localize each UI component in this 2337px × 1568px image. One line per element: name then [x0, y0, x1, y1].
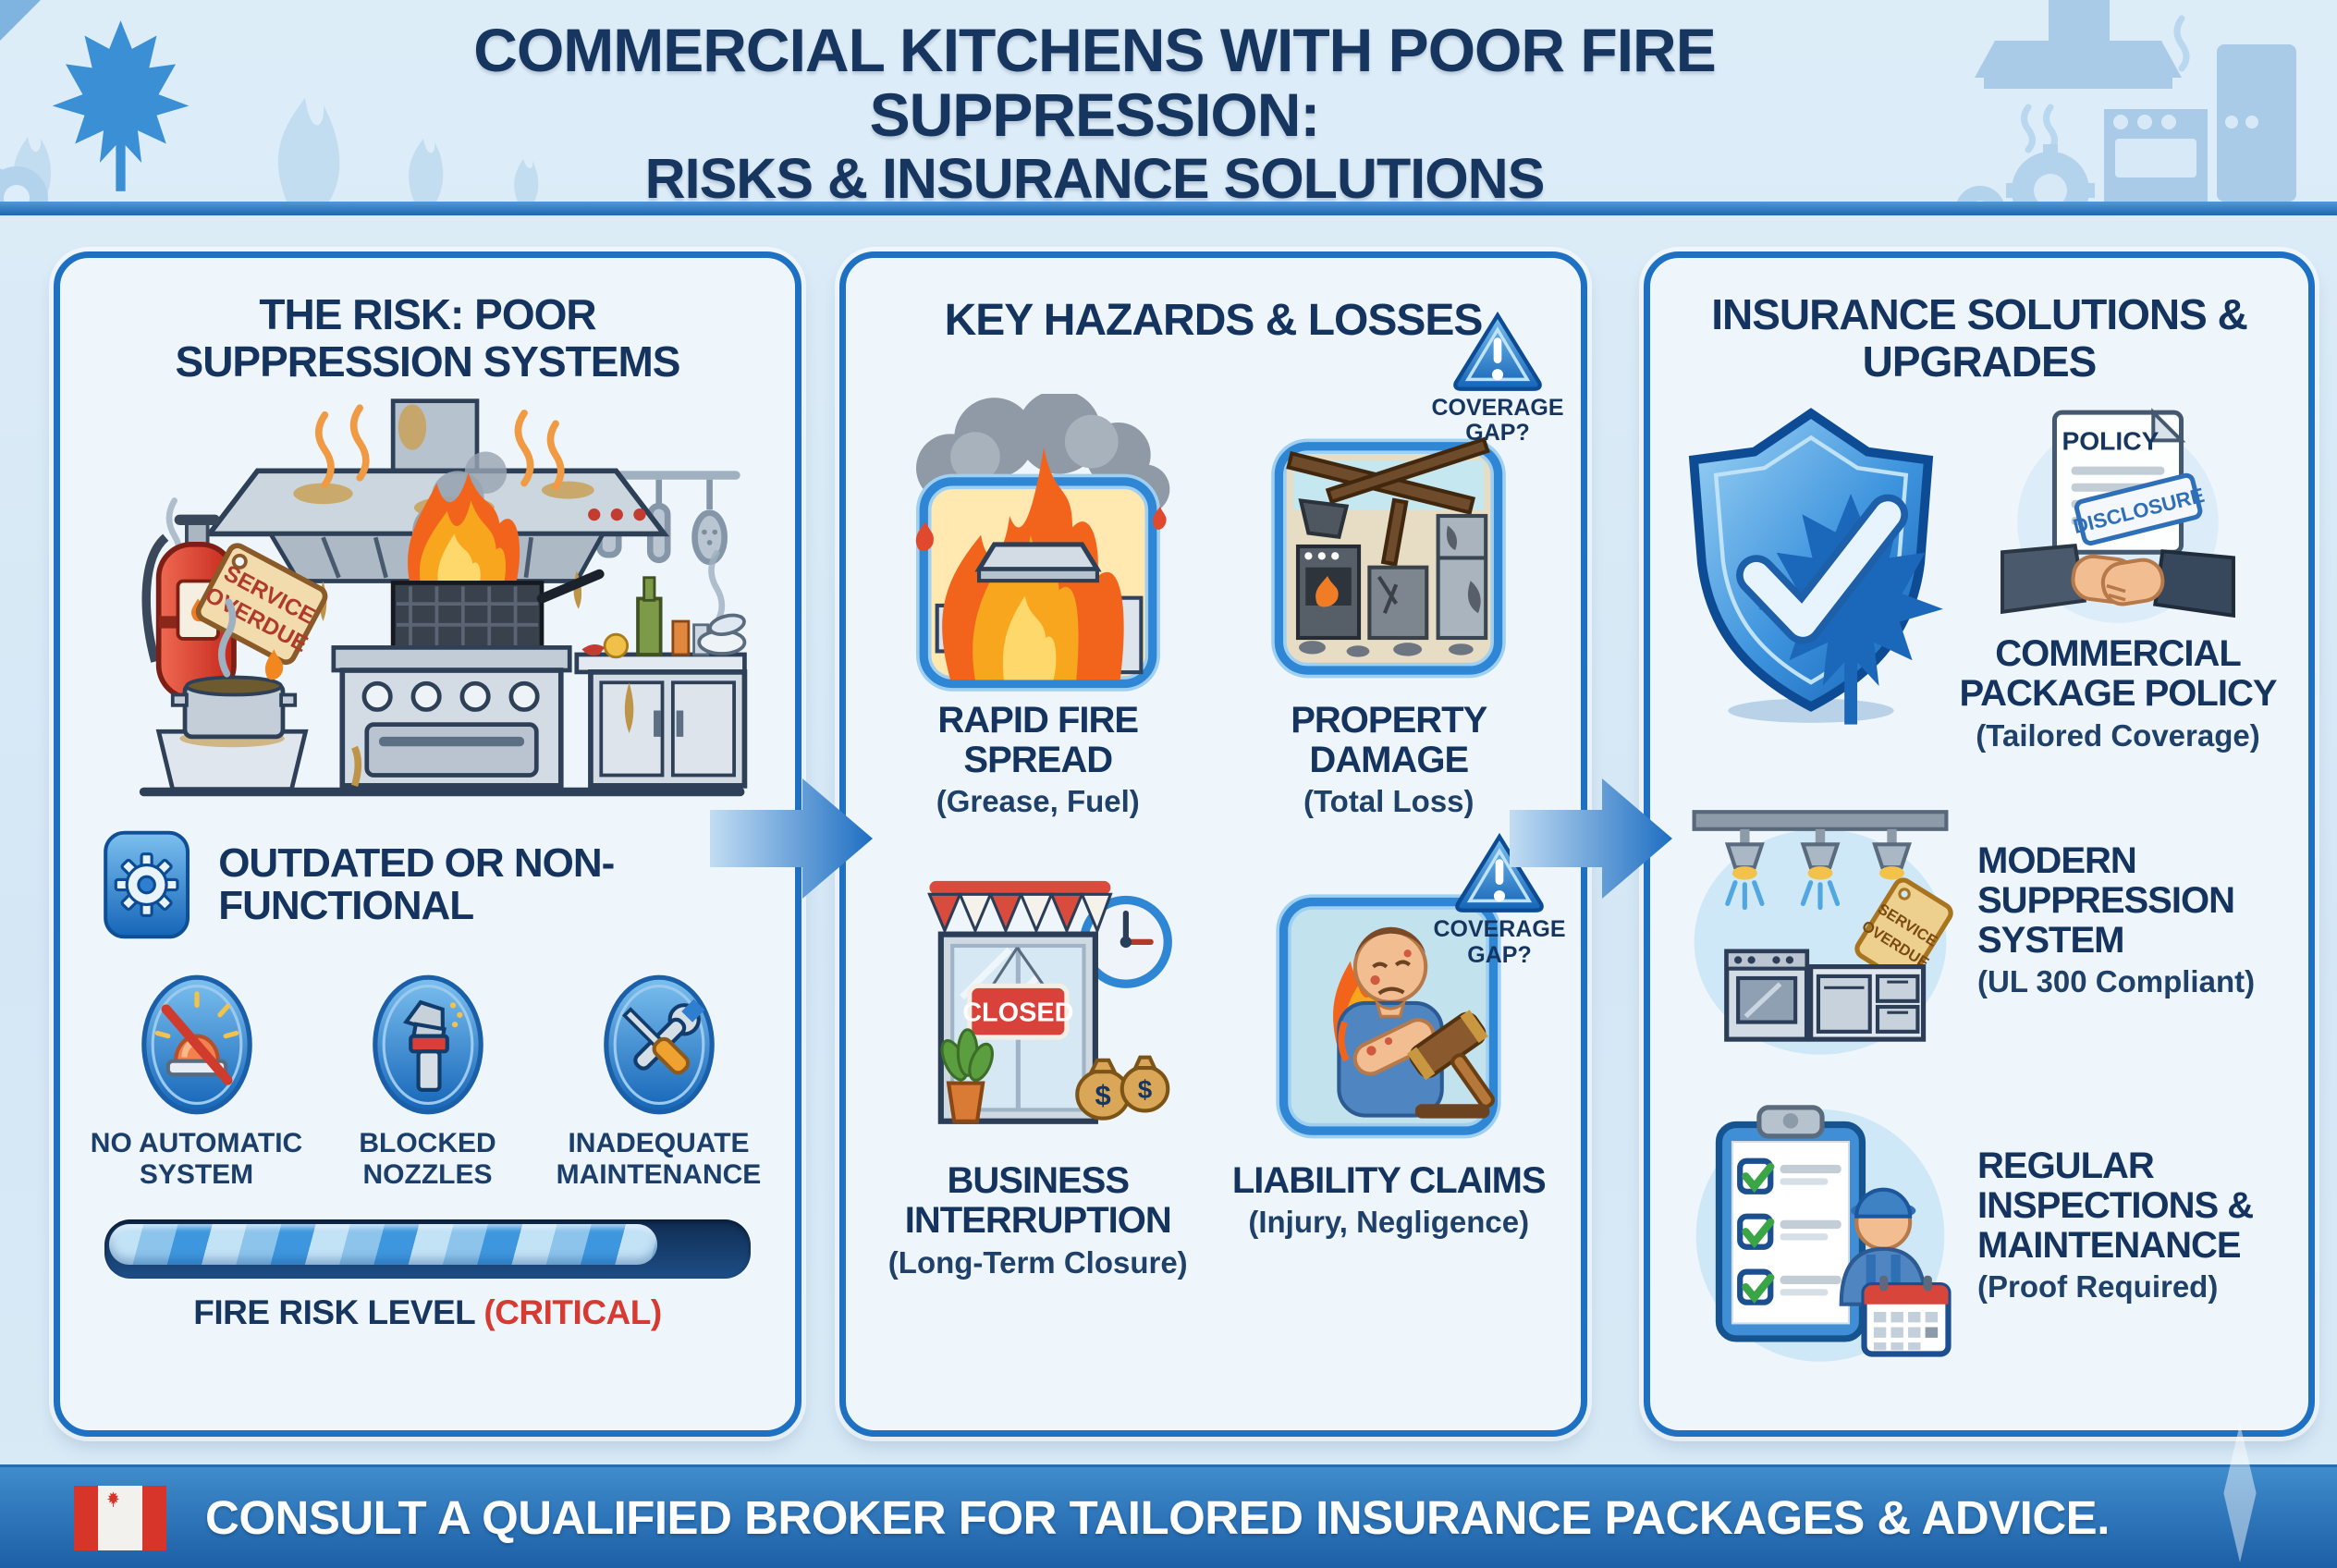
fire-risk-meter: [104, 1219, 751, 1280]
dirty-kitchen-illustration: SERVICE OVERDUE: [139, 398, 747, 797]
maple-leaf-icon: [44, 17, 197, 197]
coverage-gap-badge: COVERAGE GAP?: [1425, 830, 1573, 968]
solution-subtitle: (UL 300 Compliant): [1977, 964, 2256, 999]
cause-blocked-nozzles: BLOCKED NOZZLES: [319, 973, 536, 1190]
hazard-subtitle: (Grease, Fuel): [936, 784, 1140, 819]
solution-title: MODERN SUPPRESSION SYSTEM: [1977, 839, 2235, 962]
closed-storefront-icon: CLOSED $ $: [926, 881, 1172, 1125]
hazards-panel-title: KEY HAZARDS & LOSSES: [944, 296, 1484, 345]
kitchen-fire-icon: [915, 393, 1170, 692]
hazard-subtitle: (Injury, Negligence): [1248, 1205, 1530, 1240]
svg-text:CLOSED: CLOSED: [962, 998, 1073, 1028]
coverage-gap-badge: COVERAGE GAP?: [1424, 309, 1572, 447]
fire-risk-status: (CRITICAL): [483, 1293, 662, 1332]
blocked-nozzle-icon: [372, 974, 483, 1115]
svg-text:$: $: [1138, 1075, 1153, 1104]
solution-package-policy: POLICY DISCLOSURE COMMERCIAL PACK: [1672, 401, 2286, 753]
hazard-title: LIABILITY CLAIMS: [1231, 1160, 1547, 1202]
risk-panel-title: THE RISK: POOR SUPPRESSION SYSTEMS: [175, 290, 681, 386]
cause-label: BLOCKED NOZZLES: [359, 1128, 496, 1190]
gavel-icon: [1407, 1010, 1496, 1109]
outdated-label: OUTDATED OR NON-FUNCTIONAL: [218, 839, 615, 929]
page-title-line2: RISKS & INSURANCE SOLUTIONS: [644, 146, 1546, 210]
corner-triangle-decoration: [0, 0, 41, 41]
cause-no-automatic-system: NO AUTOMATIC SYSTEM: [88, 973, 305, 1190]
hazard-title: BUSINESS INTERRUPTION: [904, 1160, 1172, 1242]
page-title-line1: COMMERCIAL KITCHENS WITH POOR FIRE SUPPR…: [473, 16, 1716, 149]
footer-banner: CONSULT A QUALIFIED BROKER FOR TAILORED …: [0, 1464, 2337, 1568]
cause-label: NO AUTOMATIC SYSTEM: [90, 1128, 303, 1190]
cause-icons-row: NO AUTOMATIC SYSTEM BLOCKED NOZZLES: [88, 973, 767, 1190]
hazard-title: PROPERTY DAMAGE: [1291, 699, 1487, 780]
header-divider-bar: [0, 202, 2337, 215]
cause-inadequate-maintenance: INADEQUATE MAINTENANCE: [550, 973, 767, 1190]
canada-flag-icon: [74, 1485, 166, 1550]
solutions-panel-title: INSURANCE SOLUTIONS & UPGRADES: [1711, 290, 2248, 386]
solution-inspections: REGULAR INSPECTIONS & MAINTENANCE (Proof…: [1672, 1083, 2286, 1369]
solutions-panel: INSURANCE SOLUTIONS & UPGRADES POLICY: [1644, 251, 2315, 1437]
header: COMMERCIAL KITCHENS WITH POOR FIRE SUPPR…: [0, 0, 2337, 210]
inspection-checklist-icon: [1695, 1104, 1952, 1362]
warning-triangle-icon: [1455, 833, 1544, 913]
svg-text:$: $: [1095, 1079, 1110, 1111]
solution-title: COMMERCIAL PACKAGE POLICY: [1959, 633, 2277, 715]
solution-subtitle: (Tailored Coverage): [1976, 717, 2260, 753]
disabled-alarm-icon: [141, 974, 252, 1115]
hazard-card-rapid-fire: RAPID FIRE SPREAD (Grease, Fuel): [863, 388, 1214, 819]
solution-subtitle: (Proof Required): [1977, 1269, 2219, 1305]
hazard-subtitle: (Long-Term Closure): [887, 1244, 1188, 1280]
flow-arrow-icon: [710, 778, 873, 899]
svg-text:POLICY: POLICY: [2062, 426, 2159, 456]
fire-risk-label-text: FIRE RISK LEVEL: [193, 1293, 475, 1332]
solution-title: REGULAR INSPECTIONS & MAINTENANCE: [1977, 1145, 2254, 1267]
shield-check-icon: [1688, 408, 1950, 725]
injured-person-gavel-icon: [1276, 894, 1501, 1139]
hazard-title: RAPID FIRE SPREAD: [937, 699, 1139, 780]
flow-arrow-icon: [1510, 778, 1672, 899]
outdated-row: OUTDATED OR NON-FUNCTIONAL: [103, 821, 752, 949]
burned-kitchen-icon: [1271, 436, 1507, 679]
maintenance-tools-icon: [603, 974, 715, 1115]
fire-risk-meter-fill: [109, 1224, 657, 1266]
risk-panel: THE RISK: POOR SUPPRESSION SYSTEMS: [54, 251, 801, 1437]
page-title: COMMERCIAL KITCHENS WITH POOR FIRE SUPPR…: [250, 18, 1939, 210]
kitchen-silhouette-decoration: [1956, 0, 2296, 202]
hazards-panel: KEY HAZARDS & LOSSES: [839, 251, 1587, 1437]
fire-risk-label: FIRE RISK LEVEL (CRITICAL): [60, 1293, 795, 1332]
calendar-icon: [1861, 1275, 1952, 1357]
money-bags-icon: $ $: [1074, 1055, 1170, 1121]
hazard-card-property-damage: COVERAGE GAP?: [1214, 311, 1565, 819]
hazard-card-business-interruption: CLOSED $ $ BU: [863, 849, 1214, 1280]
solution-suppression-system: SERVICE OVERDUE MODERN SUPPRESSION SYSTE…: [1672, 778, 2286, 1064]
hazard-subtitle: (Total Loss): [1303, 784, 1474, 819]
warning-triangle-icon: [1453, 311, 1542, 391]
suppression-system-icon: SERVICE OVERDUE: [1692, 809, 1953, 1055]
cause-label: INADEQUATE MAINTENANCE: [556, 1128, 762, 1190]
gear-badge-icon: [104, 830, 190, 939]
policy-handshake-icon: POLICY DISCLOSURE: [2001, 408, 2235, 624]
footer-text: CONSULT A QUALIFIED BROKER FOR TAILORED …: [205, 1491, 2110, 1544]
hazard-card-liability-claims: COVERAGE GAP?: [1214, 833, 1566, 1280]
